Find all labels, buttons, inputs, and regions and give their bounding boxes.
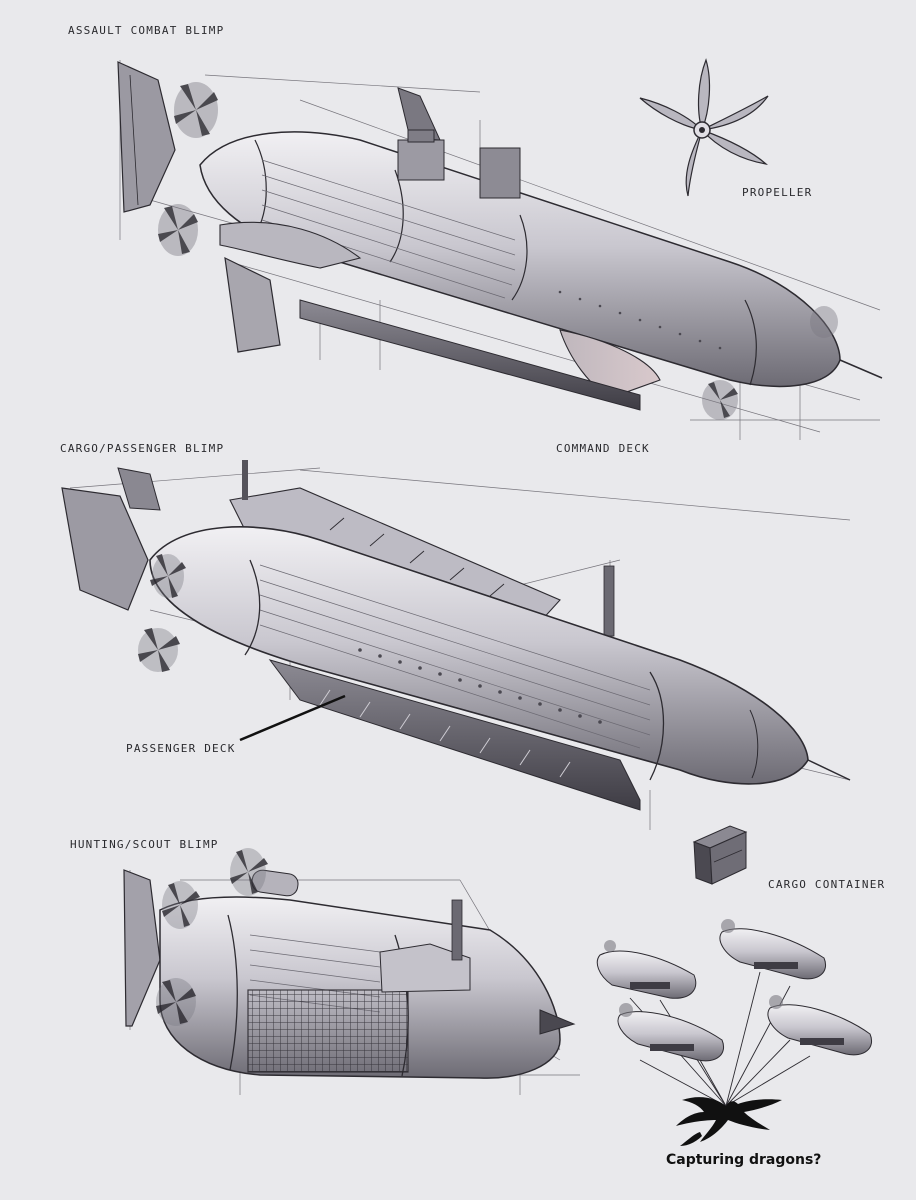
capturing-dragons-caption: Capturing dragons? <box>666 1152 822 1168</box>
cargo-passenger-blimp <box>61 460 851 830</box>
mini-blimp-3 <box>617 1003 724 1062</box>
assault-rear-propellers <box>158 82 838 420</box>
cargo-container-icon <box>692 825 748 885</box>
dragon-capture-scene <box>596 919 872 1146</box>
hunting-scout-blimp <box>123 848 580 1095</box>
assault-combat-blimp <box>117 60 883 440</box>
mini-blimp-2 <box>719 919 826 980</box>
cargo-propellers <box>138 554 186 672</box>
dragon-silhouette-icon <box>676 1097 782 1146</box>
assault-blimp-label: ASSAULT COMBAT BLIMP <box>68 24 225 37</box>
passenger-deck-label: PASSENGER DECK <box>126 742 236 755</box>
mini-blimp-1 <box>596 940 697 999</box>
propeller-icon <box>639 58 769 197</box>
cargo-container-label: CARGO CONTAINER <box>768 878 886 891</box>
propeller-label: PROPELLER <box>742 186 813 199</box>
hunting-propellers <box>156 848 268 1026</box>
command-deck-label: COMMAND DECK <box>556 442 650 455</box>
mini-blimp-4 <box>767 995 872 1056</box>
hunting-blimp-label: HUNTING/SCOUT BLIMP <box>70 838 219 851</box>
cargo-blimp-label: CARGO/PASSENGER BLIMP <box>60 442 225 455</box>
